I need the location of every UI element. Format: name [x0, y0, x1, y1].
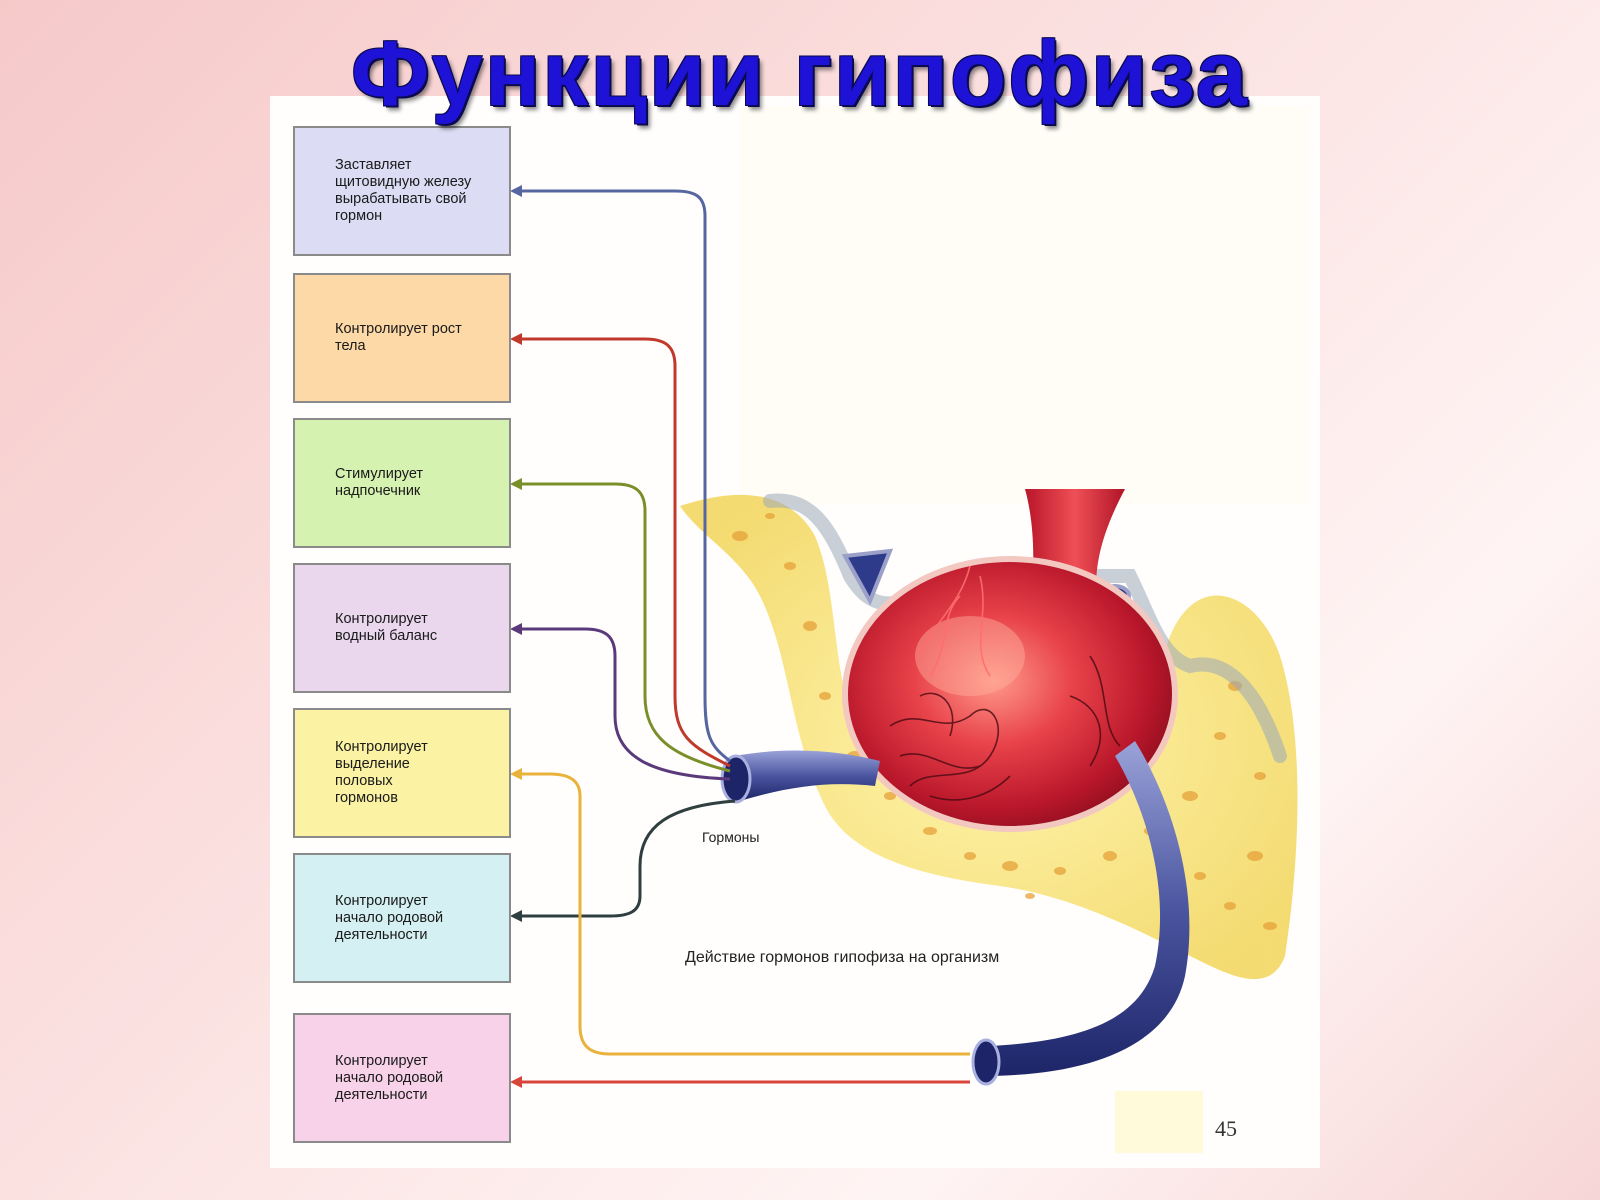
function-box-label: Заставляет щитовидную железу вырабатыват… [335, 157, 472, 224]
function-box-label: Контролирует начало родовой деятельности [335, 1052, 444, 1103]
hormone-arrows [518, 189, 970, 1084]
page-corner-swatch [1115, 1091, 1203, 1153]
pituitary-illustration [510, 185, 1298, 1088]
function-box-sex-hormones: Контролирует выделение половых гормонов [293, 708, 511, 838]
arrow-heads [510, 185, 522, 1088]
arrow-birth-1 [518, 799, 736, 918]
diagram-caption: Действие гормонов гипофиза на организм [685, 949, 1000, 966]
function-box-water-balance: Контролирует водный баланс [293, 563, 511, 693]
capillary-network [889, 655, 1121, 801]
function-box-growth: Контролирует рост тела [293, 273, 511, 403]
function-box-label: Контролирует начало родовой деятельности [335, 892, 444, 943]
arrow-growth [518, 337, 731, 768]
diagram-panel: Заставляет щитовидную железу вырабатыват… [270, 96, 1320, 1168]
function-box-label: Контролирует выделение половых гормонов [335, 739, 428, 806]
bone-tissue [680, 494, 1298, 980]
function-box-label: Стимулирует надпочечник [335, 466, 424, 499]
function-box-adrenal: Стимулирует надпочечник [293, 418, 511, 548]
function-box-labor-2: Контролирует начало родовой деятельности [293, 1013, 511, 1143]
pituitary-gland [842, 556, 1178, 832]
panel-background [740, 106, 1310, 504]
function-box-labor-1: Контролирует начало родовой деятельности [293, 853, 511, 983]
arrow-thyroid [518, 189, 731, 763]
function-box-label: Контролирует водный баланс [335, 611, 438, 644]
sinus-left [841, 548, 894, 606]
arrow-sex [518, 772, 970, 1056]
page-title: Функции гипофиза [351, 23, 1249, 125]
function-box-label: Контролирует рост тела [335, 321, 462, 354]
arrow-adrenal [518, 482, 731, 773]
vein-left [735, 750, 880, 801]
arrow-water [518, 627, 731, 781]
hormones-label: Гормоны [702, 829, 760, 845]
page-number: 45 [1215, 1116, 1237, 1141]
function-box-thyroid: Заставляет щитовидную железу вырабатыват… [293, 126, 511, 256]
